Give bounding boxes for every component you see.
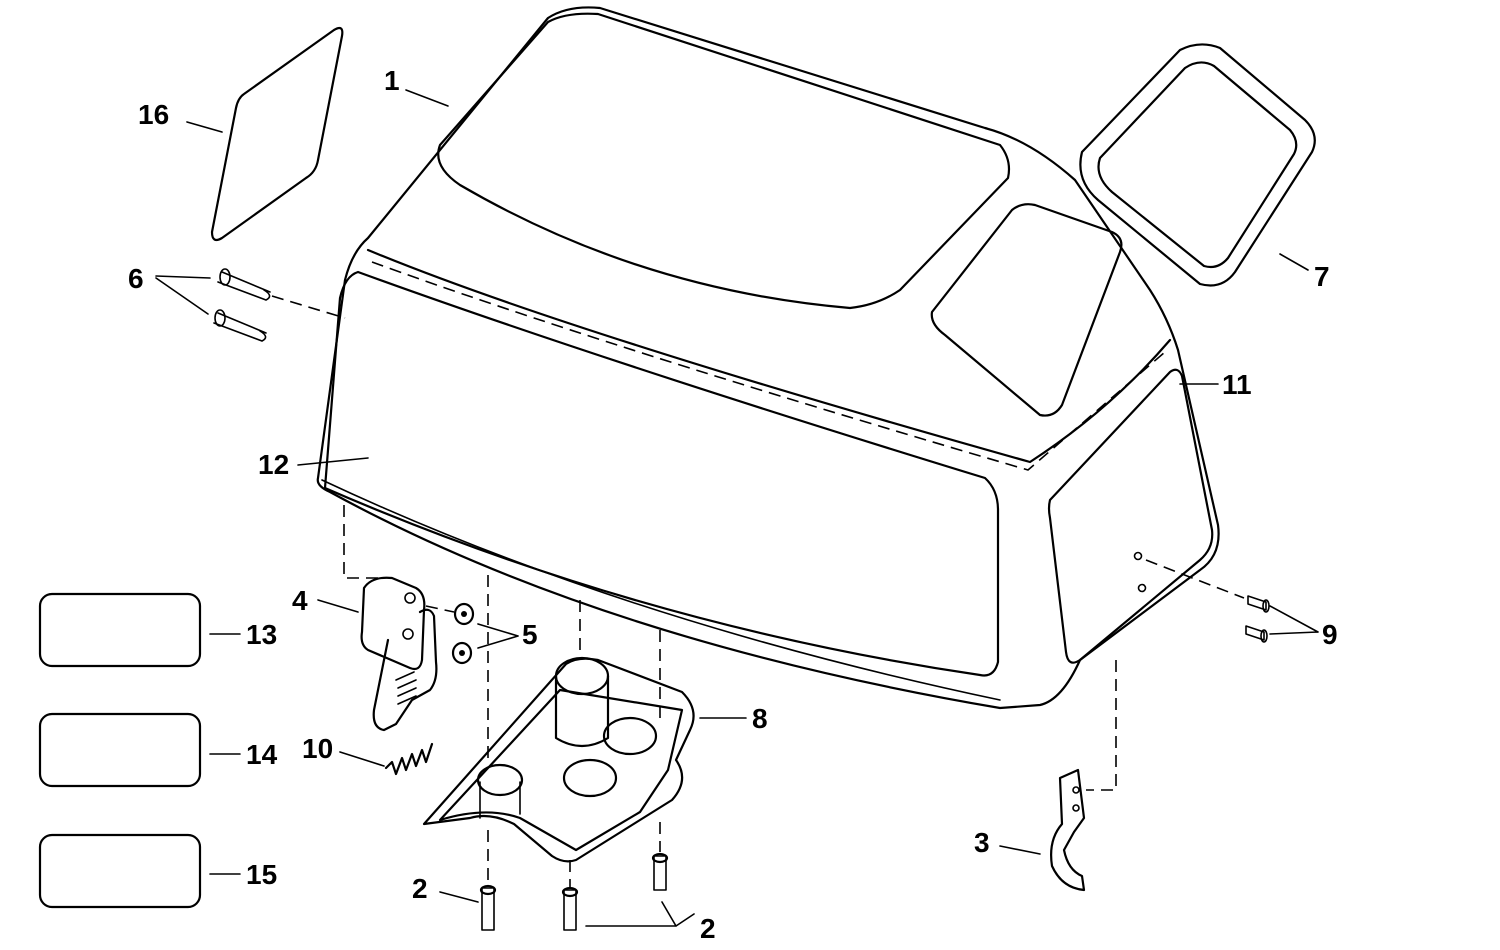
decal-13 — [38, 592, 202, 668]
cover-outline — [316, 6, 1220, 710]
bolts-2 — [479, 822, 669, 931]
cover-lower-rim — [321, 479, 1001, 701]
decal-15 — [38, 833, 202, 909]
engine-cover — [316, 6, 1220, 710]
callout-5: 5 — [522, 619, 538, 650]
screws-9 — [1145, 559, 1270, 643]
callout-12: 12 — [258, 449, 289, 480]
washers-5 — [425, 602, 475, 665]
callout-7: 7 — [1314, 261, 1330, 292]
callout-15: 15 — [246, 859, 277, 890]
bracket-3 — [1050, 660, 1117, 892]
window-gasket-7 — [1079, 43, 1316, 287]
callout-14: 14 — [246, 739, 278, 770]
pins-6 — [213, 268, 346, 342]
cover-shoulder-edge — [366, 248, 1172, 464]
front-decal-panel — [323, 270, 1000, 677]
callout-10: 10 — [302, 733, 333, 764]
latch-4 — [343, 505, 438, 732]
callout-2-right: 2 — [700, 913, 716, 944]
callout-9: 9 — [1322, 619, 1338, 650]
callout-16: 16 — [138, 99, 169, 130]
callout-3: 3 — [974, 827, 990, 858]
callout-11: 11 — [1222, 369, 1252, 400]
side-decal-panel — [1047, 368, 1214, 664]
callout-4: 4 — [292, 585, 308, 616]
side-screw-hole — [1137, 583, 1147, 593]
callout-8: 8 — [752, 703, 768, 734]
callout-1: 1 — [384, 65, 400, 96]
mount-plate-8 — [422, 575, 695, 863]
side-window-recess — [930, 203, 1123, 417]
leader-lines — [155, 89, 1319, 927]
callout-6: 6 — [128, 263, 144, 294]
cover-top-panel — [437, 12, 1011, 310]
decal-plate-16 — [210, 26, 344, 242]
spring-10 — [384, 742, 434, 776]
callout-13: 13 — [246, 619, 277, 650]
cover-molding-line — [371, 261, 1166, 471]
callout-labels: 1 16 6 7 11 12 4 5 13 14 15 8 10 9 3 2 2 — [128, 65, 1338, 944]
callout-2-left: 2 — [412, 873, 428, 904]
decal-14 — [38, 712, 202, 788]
side-screw-hole — [1133, 551, 1143, 561]
